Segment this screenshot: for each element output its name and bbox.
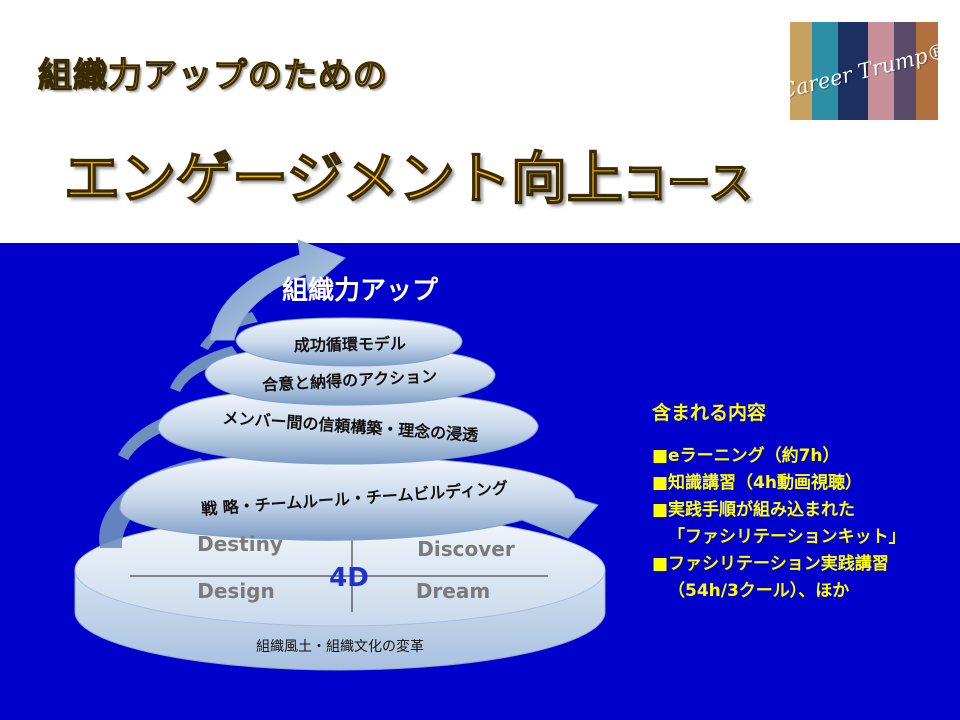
contents-title: 含まれる内容 bbox=[652, 402, 767, 424]
base-disc bbox=[74, 513, 606, 671]
spiral-band-1 bbox=[235, 317, 463, 367]
quadrant-dream: Dream bbox=[416, 579, 490, 603]
contents-item: ■eラーニング（約7h） bbox=[652, 446, 840, 466]
upward-arrow bbox=[209, 239, 346, 341]
career-trump-logo: Career Trump® bbox=[790, 22, 938, 120]
center-4d: 4D bbox=[329, 563, 369, 593]
main-title-tail: コース bbox=[622, 157, 753, 210]
contents-item: （54h/3クール）、ほか bbox=[668, 581, 850, 601]
base-bottom-label: 組織風土・組織文化の変革 bbox=[256, 638, 424, 655]
logo-stripe bbox=[838, 22, 868, 120]
logo-stripe bbox=[916, 22, 938, 120]
spiral-label-1: 成功循環モデル bbox=[294, 334, 406, 355]
subtitle: 組織力アップのための bbox=[37, 55, 388, 96]
contents-item: ■知識講習（4h動画視聴） bbox=[652, 473, 862, 493]
header-area: 組織力アップのための エンゲージメント向上コース Career Trump® bbox=[0, 0, 960, 243]
contents-item: ■ファシリテーション実践講習 bbox=[652, 554, 889, 574]
logo-stripe bbox=[868, 22, 894, 120]
logo-stripe bbox=[894, 22, 916, 120]
spiral-band-4 bbox=[119, 454, 599, 541]
contents-box: 含まれる内容 ■eラーニング（約7h） ■知識講習（4h動画視聴） ■実践手順が… bbox=[652, 398, 952, 605]
contents-item: ■実践手順が組み込まれた bbox=[652, 500, 856, 520]
contents-item: 「ファシリテーションキット」 bbox=[668, 527, 906, 547]
main-title: エンゲージメント向上コース bbox=[63, 134, 753, 215]
quadrant-discover: Discover bbox=[417, 537, 515, 561]
quadrant-destiny: Destiny bbox=[197, 532, 283, 556]
ribbon-back-2 bbox=[170, 346, 240, 392]
logo-stripe bbox=[790, 22, 812, 120]
main-title-text: エンゲージメント向上 bbox=[63, 146, 623, 213]
diagram-top-label: 組織力アップ bbox=[282, 275, 439, 306]
logo-stripe bbox=[812, 22, 838, 120]
quadrant-design: Design bbox=[197, 579, 274, 603]
